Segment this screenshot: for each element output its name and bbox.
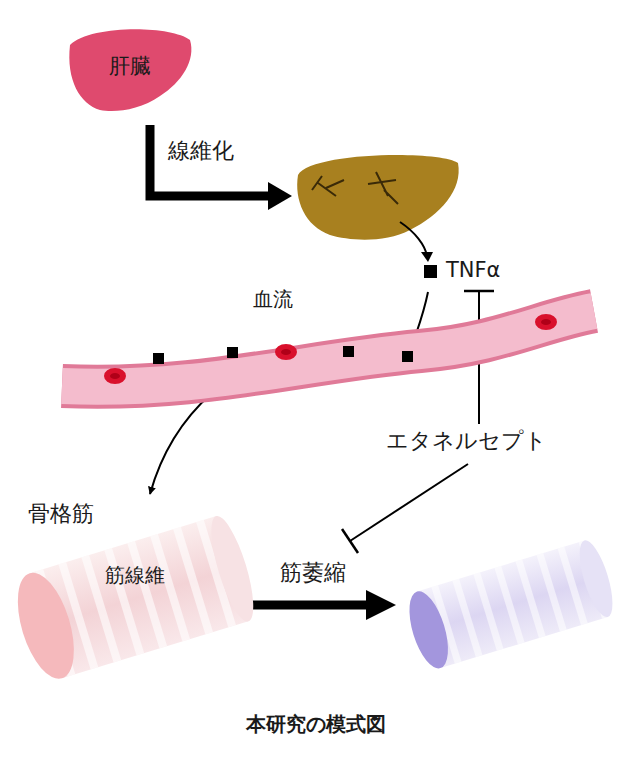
node-heading: 骨格筋 (28, 501, 94, 527)
blood-vessel: 血流 (60, 285, 600, 415)
caption: 本研究の模式図 (246, 712, 386, 736)
liver-shape: 肝臓 (65, 28, 193, 116)
muscle-fiber: 骨格筋筋線維 (10, 495, 255, 700)
flow-arrow (150, 393, 212, 494)
process-label: 筋萎縮 (280, 560, 346, 586)
process-label: 線維化 (168, 138, 234, 164)
molecule-label: TNFα (446, 258, 500, 283)
node-text: 血流 (253, 287, 293, 311)
node-text: 肝臓 (109, 54, 151, 79)
drug-label: エタネルセプト (386, 428, 547, 454)
node-text: 筋線維 (105, 563, 165, 587)
